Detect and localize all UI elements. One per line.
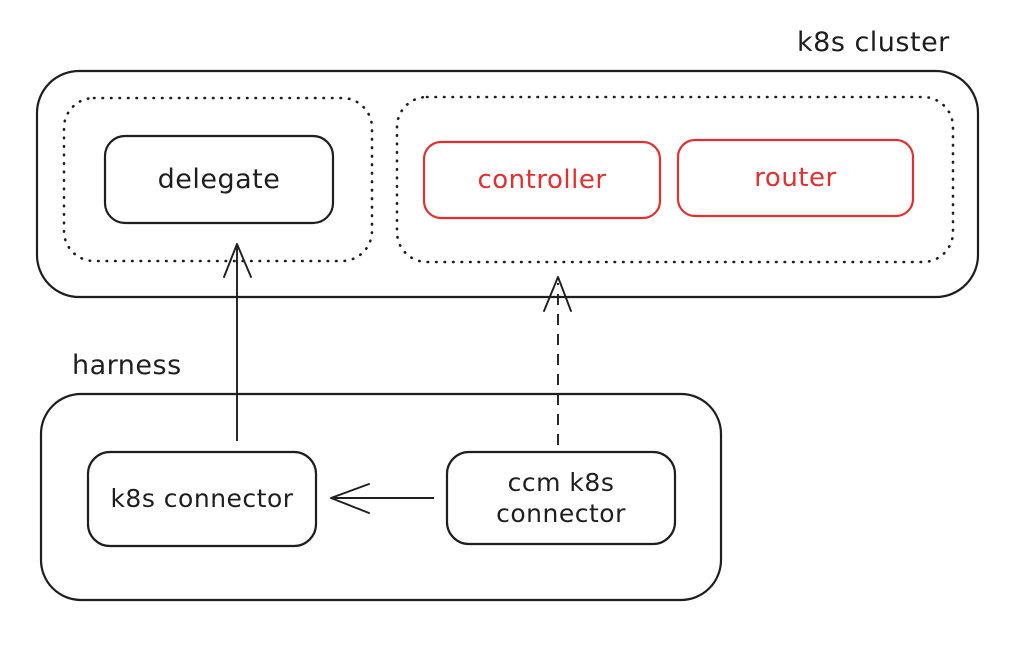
delegate-box [103, 134, 335, 225]
k8s-cluster-box [35, 69, 980, 299]
k8s-connector-box [86, 450, 318, 548]
arrow-k8s-connector-to-delegate [223, 243, 252, 441]
arrow-ccm-connector-to-controller-group [543, 276, 572, 445]
harness-box [39, 392, 723, 602]
controller-group-dotted-box [395, 95, 955, 264]
delegate-group-dotted-box [62, 96, 374, 263]
router-box [676, 138, 915, 218]
ccm-k8s-connector-box [445, 450, 677, 546]
arrow-ccm-connector-to-k8s-connector [330, 483, 434, 514]
controller-box [422, 140, 662, 220]
